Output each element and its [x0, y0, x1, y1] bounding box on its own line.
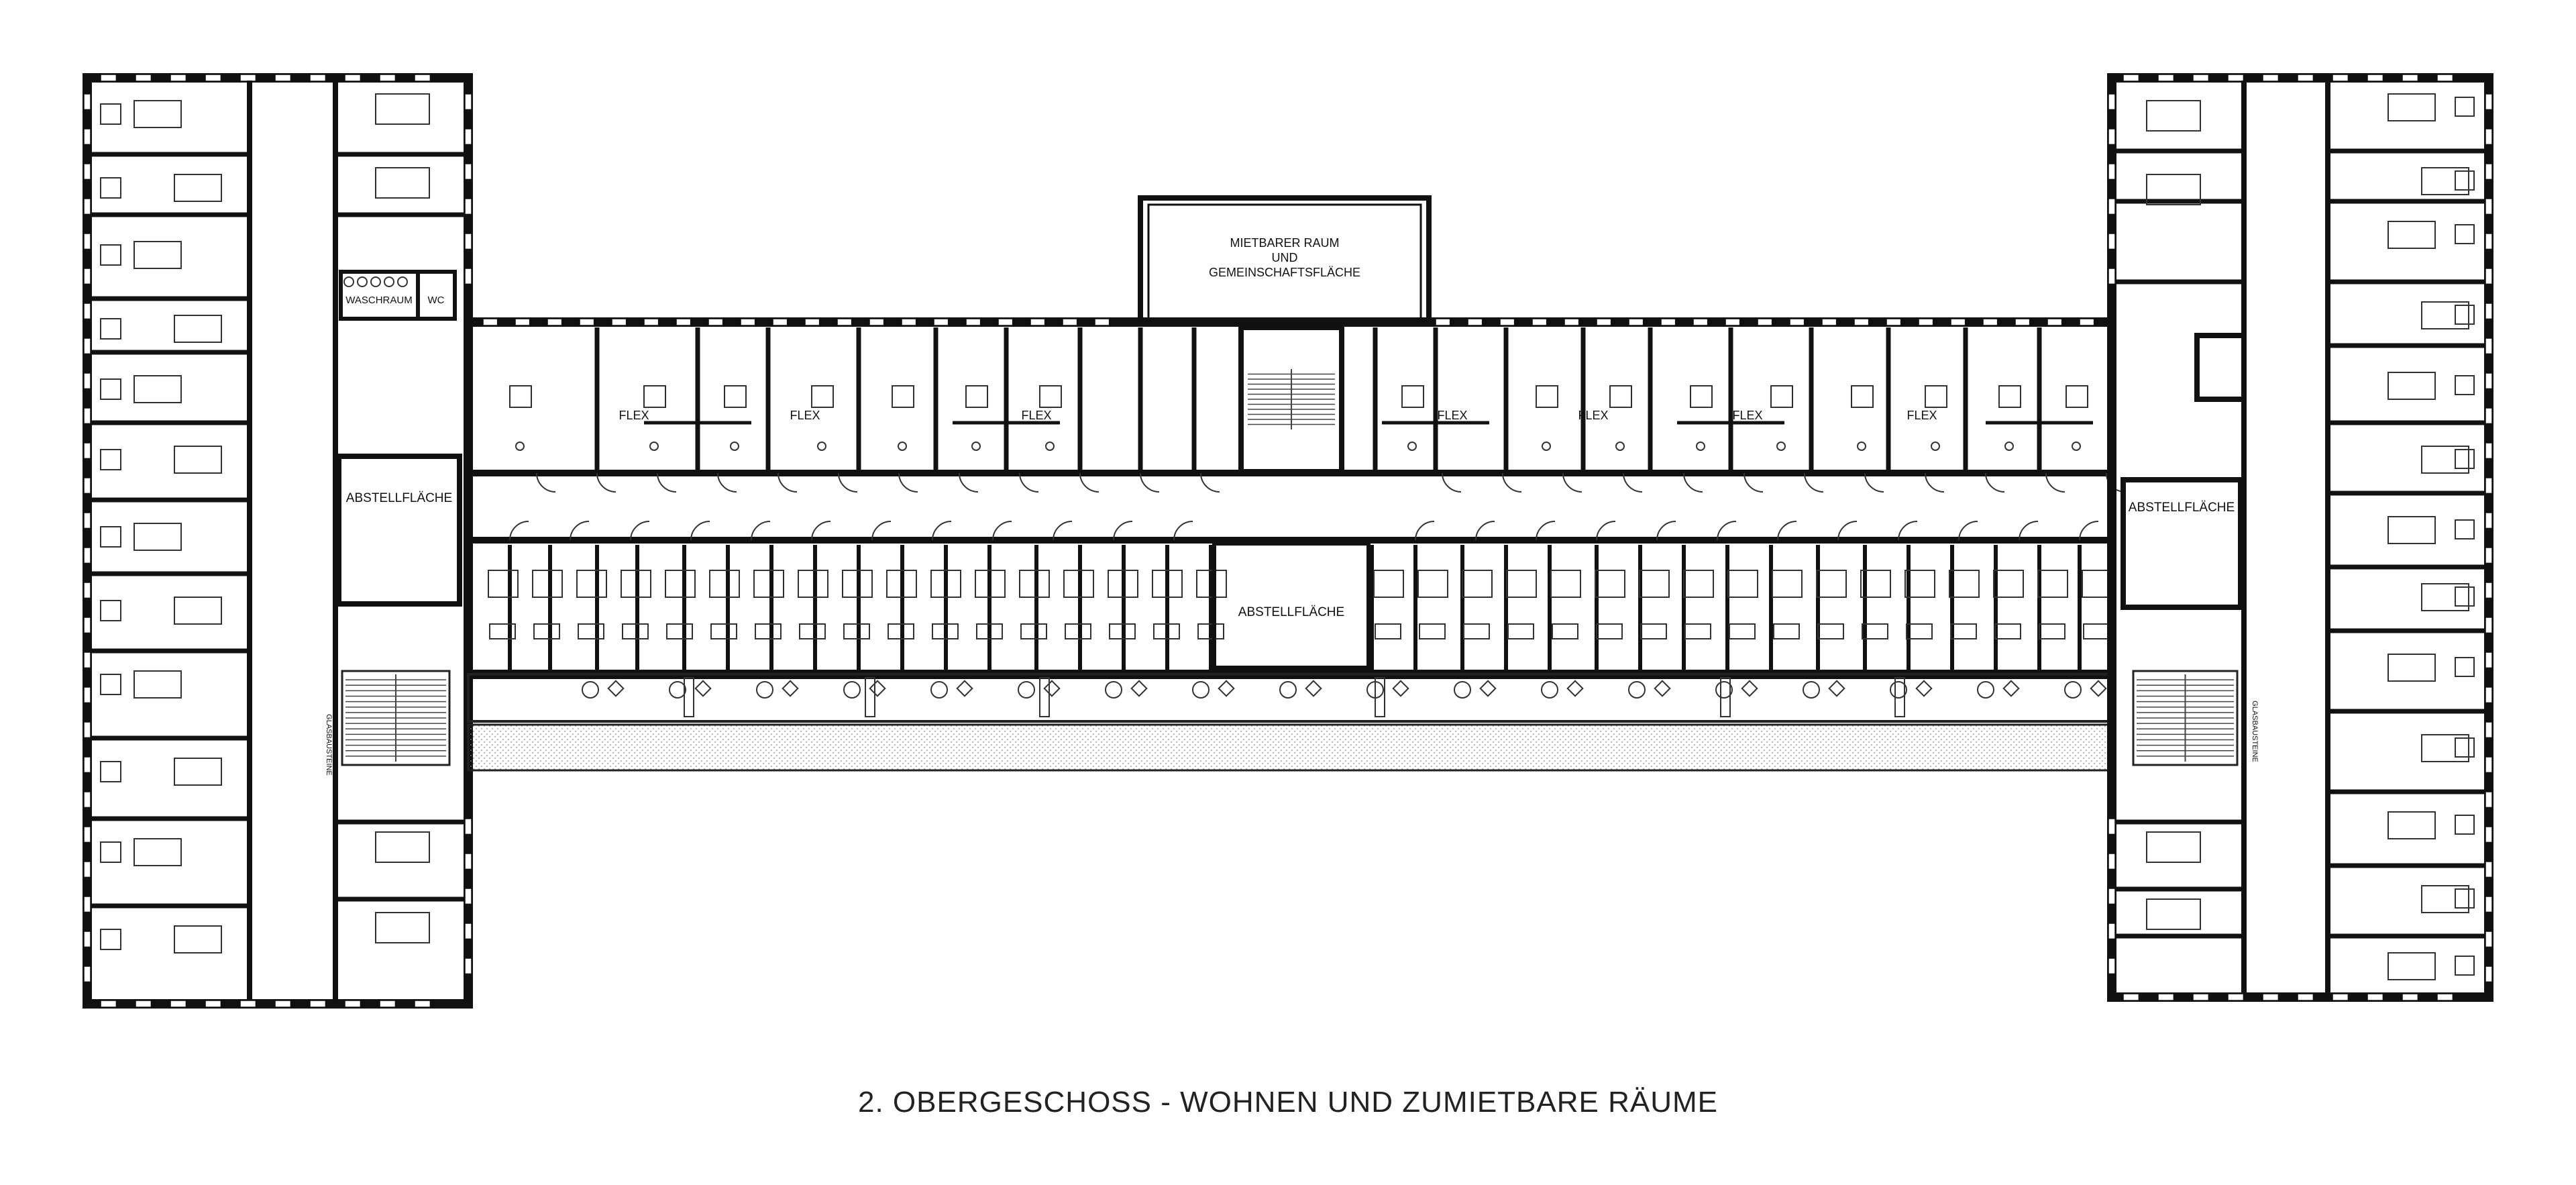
wc-label: WC — [428, 295, 445, 306]
central-abstellflaeche-room — [1212, 542, 1371, 670]
flex-label: FLEX — [790, 409, 820, 422]
central-windows — [482, 318, 2095, 326]
mietbarer-raum: MIETBARER RAUM UND GEMEINSCHAFTSFLÄCHE — [1138, 195, 1432, 325]
loggia-furniture — [582, 677, 2107, 717]
left-wing: ABSTELLFLÄCHE WASCHRAUM WC GLASBAUSTEINE — [83, 73, 473, 1009]
flex-label: FLEX — [1732, 409, 1762, 422]
flex-labels: FLEX FLEX FLEX FLEX FLEX FLEX FLEX — [619, 409, 1937, 422]
waschraum-label: WASCHRAUM — [345, 295, 412, 306]
left-abstellflaeche-room — [336, 454, 462, 607]
mietbarer-raum-label-2: UND — [1272, 251, 1298, 264]
central-top-rooms — [509, 327, 2093, 470]
right-wing: ABSTELLFLÄCHE GLASBAUSTEINE — [2107, 73, 2493, 1002]
plan-caption: 2. OBERGESCHOSS - WOHNEN UND ZUMIETBARE … — [857, 1086, 1718, 1119]
left-glasbausteine-label: GLASBAUSTEINE — [325, 714, 333, 776]
gravel-strip — [467, 723, 2113, 772]
right-wing-outer-wall — [2107, 73, 2493, 1002]
left-stair — [341, 670, 451, 766]
flex-label: FLEX — [619, 409, 649, 422]
flex-label: FLEX — [1021, 409, 1051, 422]
left-abstellflaeche-label: ABSTELLFLÄCHE — [346, 491, 452, 505]
right-glasbausteine-label: GLASBAUSTEINE — [2251, 701, 2259, 762]
left-wing-rooms — [91, 93, 464, 954]
flex-label: FLEX — [1907, 409, 1937, 422]
central-doors — [509, 472, 2126, 541]
right-abstellflaeche-room — [2121, 477, 2243, 610]
mietbarer-raum-label-1: MIETBARER RAUM — [1230, 236, 1339, 250]
flex-label: FLEX — [1578, 409, 1608, 422]
right-wing-rooms — [2116, 93, 2485, 980]
right-wing-windows — [2108, 74, 2493, 1001]
right-abstellflaeche-label: ABSTELLFLÄCHE — [2129, 501, 2235, 515]
left-wing-windows — [83, 74, 472, 1008]
mietbarer-raum-label-3: GEMEINSCHAFTSFLÄCHE — [1209, 266, 1360, 279]
flex-label: FLEX — [1437, 409, 1467, 422]
central-abstellflaeche-label: ABSTELLFLÄCHE — [1238, 605, 1344, 619]
central-bottom-rooms — [488, 545, 2112, 670]
central-wing: FLEX FLEX FLEX FLEX FLEX FLEX FLEX ABSTELLFLÄC… — [464, 317, 2126, 772]
